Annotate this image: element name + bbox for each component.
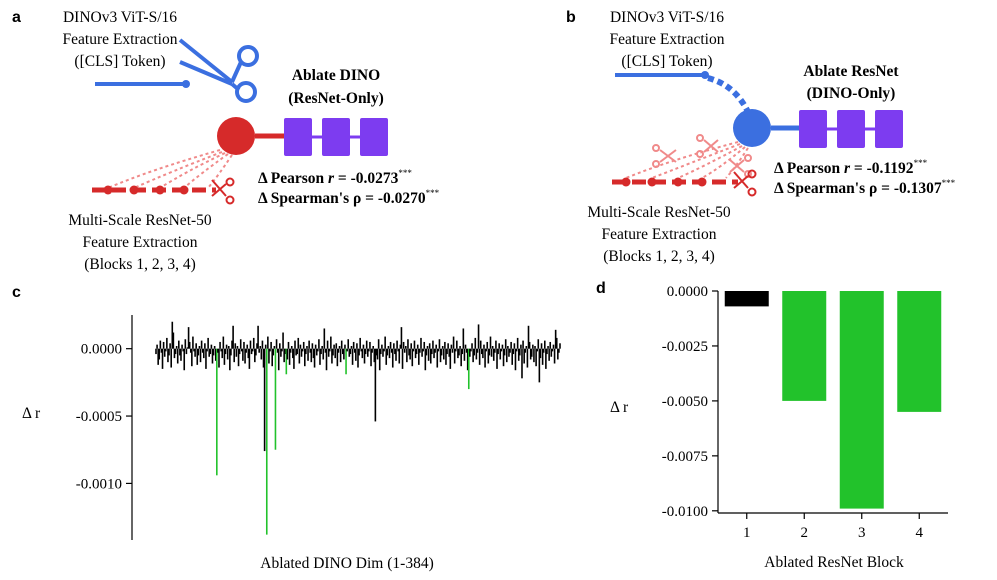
head-block-2 [837,110,865,148]
panel-letter-a: a [12,9,21,26]
small-scissors-icon [211,177,235,205]
chart-d: 1 2 3 4 0.0000 -0.0025 -0.0050 -0.0075 -0.0100 Δ … [610,284,948,571]
resnet-fan-lines [107,149,233,189]
y-axis-label: Δ r [610,399,629,416]
resnet-label-line1: Multi-Scale ResNet-50 [587,204,731,221]
spearman-delta: Δ Spearman's ρ = -0.0270*** [258,188,440,207]
bar [897,291,942,412]
x-tick-label: 1 [743,525,751,541]
dino-label-line1: DINOv3 ViT-S/16 [63,9,177,26]
cut-scissors-icons [652,134,752,178]
resnet-label-line3: (Blocks 1, 2, 3, 4) [84,256,196,273]
head-block-1 [799,110,827,148]
head-block-3 [875,110,903,148]
dino-feature-end [701,71,709,79]
dino-label-line1: DINOv3 ViT-S/16 [610,9,724,26]
panel-b: b DINOv3 ViT-S/16 Feature Extraction ([C… [566,9,956,265]
dino-dashed-connector [707,75,751,114]
ablate-title-line2: (ResNet-Only) [288,90,384,107]
panel-letter-d: d [596,280,606,297]
head-block-2 [322,118,350,156]
y-tick-label: -0.0010 [76,476,122,492]
dino-label-line2: Feature Extraction [610,31,725,48]
resnet-tap-2 [129,185,139,195]
y-tick-label: -0.0050 [662,394,708,410]
panel-d: d 1 2 3 4 0.0000 -0.0025 -0.0050 -0.0075 -0.0100… [596,280,948,571]
x-axis-label: Ablated DINO Dim (1-384) [260,555,433,572]
resnet-node [217,117,255,155]
spearman-delta: Δ Spearman's ρ = -0.1307*** [774,178,956,197]
panel-letter-c: c [12,284,21,301]
resnet-tap-3 [155,185,165,195]
y-tick-label: 0.0000 [81,342,122,358]
resnet-fan-lines [625,141,749,179]
x-tick-label: 3 [858,525,866,541]
resnet-tap-4 [179,185,189,195]
dino-label-line2: Feature Extraction [63,31,178,48]
y-axis-label: Δ r [22,405,41,422]
y-tick-label: -0.0025 [662,339,708,355]
pearson-delta: Δ Pearson r = -0.0273*** [258,168,412,187]
y-tick-label: 0.0000 [667,284,708,300]
resnet-label-line1: Multi-Scale ResNet-50 [68,212,212,229]
panel-c: c 0.0000 -0.0005 -0.0010 Δ r Ablated DINO Di… [12,284,561,572]
dino-node [733,109,771,147]
bar [782,291,827,401]
x-axis-label: Ablated ResNet Block [764,554,904,571]
bar [724,291,769,307]
y-tick-label: -0.0075 [662,449,708,465]
x-tick-label: 4 [916,525,924,541]
bar [839,291,884,509]
resnet-tap-3 [673,177,683,187]
y-tick-label: -0.0100 [662,504,708,520]
head-block-1 [284,118,312,156]
resnet-label-line2: Feature Extraction [602,226,717,243]
dino-feature-end [182,80,190,88]
panel-letter-b: b [566,9,576,26]
small-scissors-icon [733,169,757,197]
pearson-delta: Δ Pearson r = -0.1192*** [774,158,928,177]
panel-a: a DINOv3 ViT-S/16 Feature Extraction ([C… [12,9,440,273]
ablate-title-line1: Ablate DINO [292,67,380,84]
head-block-3 [360,118,388,156]
y-tick-label: -0.0005 [76,409,122,425]
resnet-tap-2 [647,177,657,187]
resnet-tap-1 [103,185,113,195]
scissors-icon [178,38,259,103]
dino-label-line3: ([CLS] Token) [621,53,712,70]
resnet-label-line3: (Blocks 1, 2, 3, 4) [603,248,715,265]
dino-label-line3: ([CLS] Token) [74,53,165,70]
resnet-label-line2: Feature Extraction [83,234,198,251]
ablate-title-line2: (DINO-Only) [807,85,896,102]
resnet-tap-1 [621,177,631,187]
ablate-title-line1: Ablate ResNet [803,63,899,80]
chart-c: 0.0000 -0.0005 -0.0010 Δ r Ablated DINO Dim … [22,315,561,572]
x-tick-label: 2 [801,525,809,541]
resnet-tap-4 [697,177,707,187]
